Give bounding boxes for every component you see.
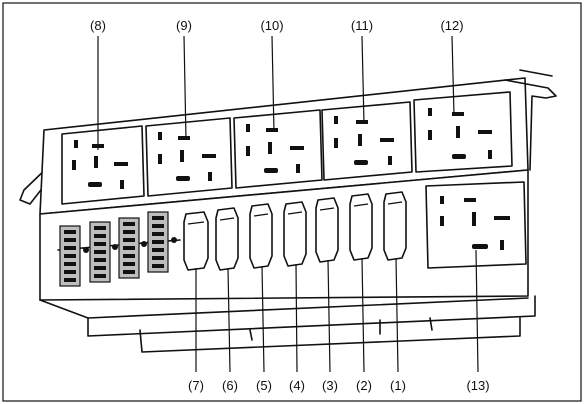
callout-2: (2) xyxy=(356,378,372,393)
relay-socket-11 xyxy=(321,101,413,181)
fuse-5 xyxy=(249,203,273,269)
callout-12: (12) xyxy=(440,18,463,33)
fuse-7 xyxy=(183,211,209,271)
fuse-4 xyxy=(283,201,307,267)
callout-9: (9) xyxy=(176,18,192,33)
relay-socket-10 xyxy=(233,109,323,189)
callout-5: (5) xyxy=(256,378,272,393)
leader-lines xyxy=(97,35,479,373)
callout-1: (1) xyxy=(390,378,406,393)
callout-3: (3) xyxy=(322,378,338,393)
callout-7: (7) xyxy=(188,378,204,393)
relay-socket-9 xyxy=(145,117,233,197)
callout-8: (8) xyxy=(90,18,106,33)
maxi-fuse-d xyxy=(147,211,169,273)
fuse-1 xyxy=(383,191,407,261)
callout-11: (11) xyxy=(351,18,373,33)
callout-4: (4) xyxy=(289,378,305,393)
callout-13: (13) xyxy=(466,378,489,393)
relay-socket-8 xyxy=(61,125,145,205)
relay-socket-13 xyxy=(425,181,527,269)
fuse-6 xyxy=(215,207,239,271)
callout-6: (6) xyxy=(222,378,238,393)
fuse-2 xyxy=(349,193,373,261)
maxi-fuse-b xyxy=(89,221,111,283)
maxi-fuse-a xyxy=(59,225,81,287)
maxi-fuse-c xyxy=(118,217,140,279)
fuse-3 xyxy=(315,197,339,263)
callout-10: (10) xyxy=(260,18,283,33)
relay-socket-12 xyxy=(413,91,513,173)
maxi-fuse-group xyxy=(57,211,181,287)
